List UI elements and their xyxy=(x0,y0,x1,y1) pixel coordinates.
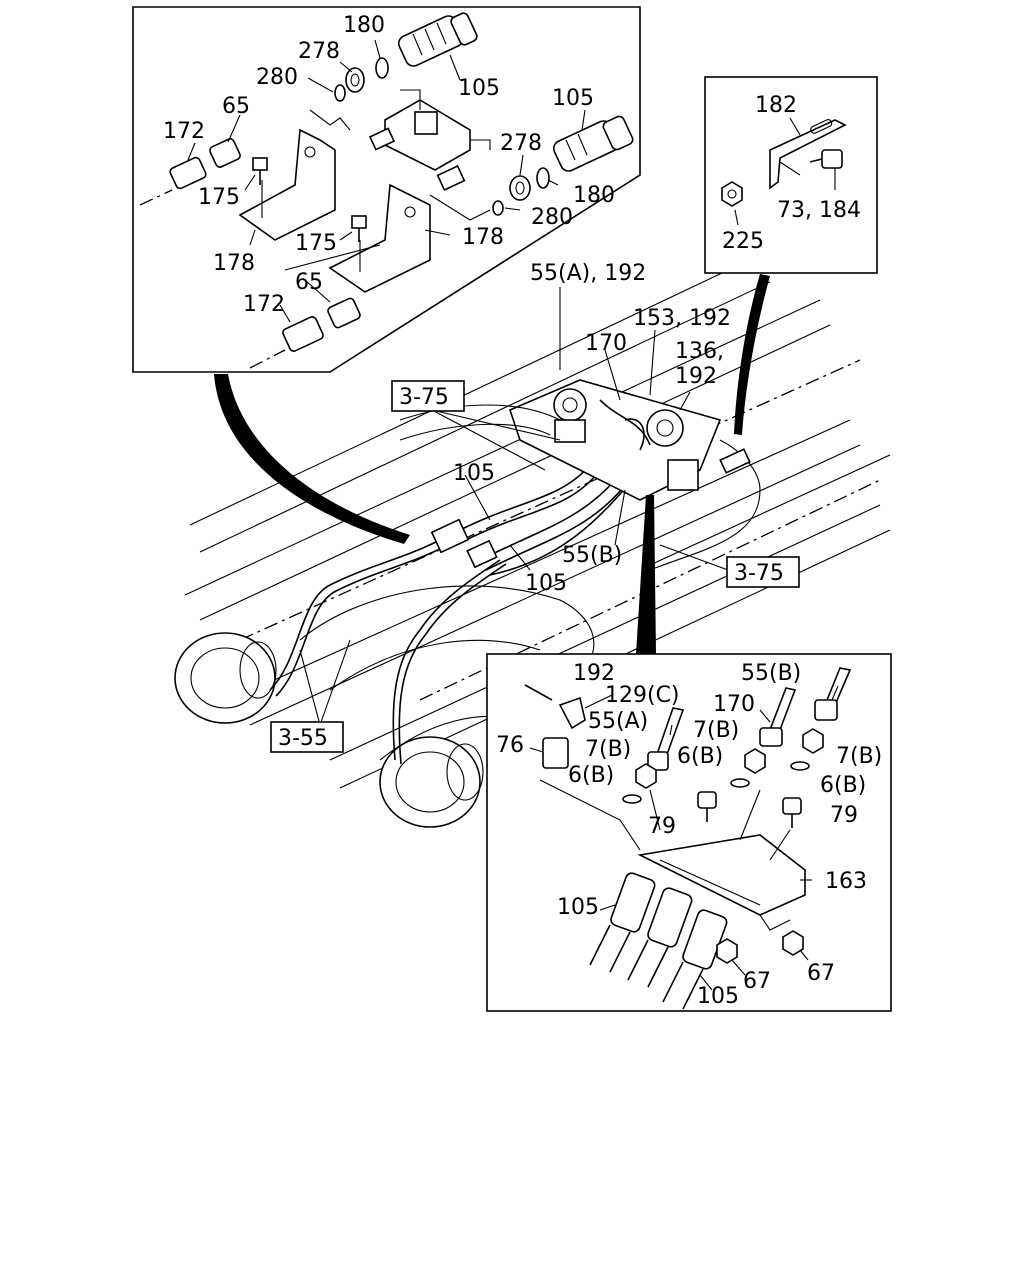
label-180-right: 180 xyxy=(573,183,615,208)
label-55b-main: 55(B) xyxy=(562,543,622,568)
fitting-172-lower xyxy=(282,316,324,352)
label-79-b: 79 xyxy=(830,803,858,828)
elbow-129c xyxy=(558,696,586,730)
label-105-detail-a: 105 xyxy=(557,895,599,920)
label-67-b: 67 xyxy=(807,961,835,986)
label-105-right: 105 xyxy=(552,86,594,111)
brake-chamber-right xyxy=(379,736,484,828)
label-7b-c: 7(B) xyxy=(836,744,882,769)
label-170-main: 170 xyxy=(585,331,627,356)
label-163: 163 xyxy=(825,869,867,894)
nut-67-a xyxy=(716,938,738,964)
label-278-right: 278 xyxy=(500,131,542,156)
label-ref-3-75-lower: 3-75 xyxy=(734,561,784,586)
label-ref-3-75-upper: 3-75 xyxy=(399,385,449,410)
label-129c: 129(C) xyxy=(605,683,680,708)
label-105-main-a: 105 xyxy=(453,461,495,486)
callout-arrow-top-right xyxy=(734,274,770,435)
label-65-upper: 65 xyxy=(222,94,250,119)
label-7b-a: 7(B) xyxy=(585,737,631,762)
nut-7b-a xyxy=(635,763,657,789)
label-65-lower: 65 xyxy=(295,270,323,295)
fitting-172-upper xyxy=(169,156,207,190)
label-192-main: 192 xyxy=(675,364,717,389)
connector-76 xyxy=(542,737,569,769)
bolt-79-b xyxy=(782,797,802,828)
relay-valve-assembly xyxy=(509,379,722,501)
label-280-top: 280 xyxy=(256,65,298,90)
label-172-upper: 172 xyxy=(163,119,205,144)
hose-170 xyxy=(759,687,797,747)
fitting-65-upper xyxy=(209,138,241,168)
nut-7b-b xyxy=(744,748,766,774)
hose-105-bottom-b xyxy=(627,887,693,988)
nut-225 xyxy=(721,181,743,207)
nut-67-b xyxy=(782,930,804,956)
ref-box-3-55 xyxy=(270,721,344,753)
label-180-top: 180 xyxy=(343,13,385,38)
hose-105-right xyxy=(552,115,634,172)
label-67-a: 67 xyxy=(743,969,771,994)
callout-arrow-bottom-right xyxy=(636,495,656,654)
label-170-detail: 170 xyxy=(713,692,755,717)
detail-view-bottom-right xyxy=(486,653,892,1012)
hose-105-top xyxy=(397,12,478,67)
fitting-65-lower xyxy=(327,297,361,329)
label-278-top: 278 xyxy=(298,39,340,64)
label-55a-192: 55(A), 192 xyxy=(530,261,646,286)
label-178-upper: 178 xyxy=(213,251,255,276)
valve-body xyxy=(368,89,491,191)
label-192-detail: 192 xyxy=(573,661,615,686)
ref-box-3-75-lower xyxy=(726,556,800,588)
label-172-lower: 172 xyxy=(243,292,285,317)
label-178-lower: 178 xyxy=(462,225,504,250)
bracket-182 xyxy=(769,119,847,190)
label-55a-detail: 55(A) xyxy=(588,709,648,734)
label-225: 225 xyxy=(722,229,764,254)
hose-55a xyxy=(647,707,685,771)
label-79-a: 79 xyxy=(648,814,676,839)
detail-view-top-left xyxy=(132,6,641,373)
label-175-upper: 175 xyxy=(198,185,240,210)
hose-105-bottom-a xyxy=(589,872,656,973)
label-6b-b: 6(B) xyxy=(677,744,723,769)
label-7b-b: 7(B) xyxy=(693,718,739,743)
nut-7b-c xyxy=(802,728,824,754)
label-105-detail-b: 105 xyxy=(697,984,739,1009)
bracket-178-upper xyxy=(238,128,336,241)
bolt-79-a xyxy=(697,791,717,822)
bolt-184 xyxy=(809,149,843,169)
bracket-163 xyxy=(637,834,806,916)
label-55b-detail: 55(B) xyxy=(741,661,801,686)
label-6b-a: 6(B) xyxy=(568,763,614,788)
label-73-184: 73, 184 xyxy=(777,198,861,223)
label-153-192: 153, 192 xyxy=(633,306,731,331)
label-6b-c: 6(B) xyxy=(820,773,866,798)
brake-chamber-left xyxy=(174,632,277,724)
label-175-lower: 175 xyxy=(295,231,337,256)
label-280-right: 280 xyxy=(531,205,573,230)
bolt-175-lower xyxy=(351,215,367,242)
label-105-main-b: 105 xyxy=(525,571,567,596)
label-76: 76 xyxy=(496,733,524,758)
detail-view-top-right xyxy=(704,76,878,274)
label-136: 136, xyxy=(675,339,724,364)
label-ref-3-55: 3-55 xyxy=(278,726,328,751)
ref-box-3-75-upper xyxy=(391,380,465,412)
label-182: 182 xyxy=(755,93,797,118)
label-105-top: 105 xyxy=(458,76,500,101)
callout-arrow-top-left xyxy=(214,374,410,544)
bolt-175-upper xyxy=(252,157,268,185)
bracket-178-lower xyxy=(328,183,431,293)
